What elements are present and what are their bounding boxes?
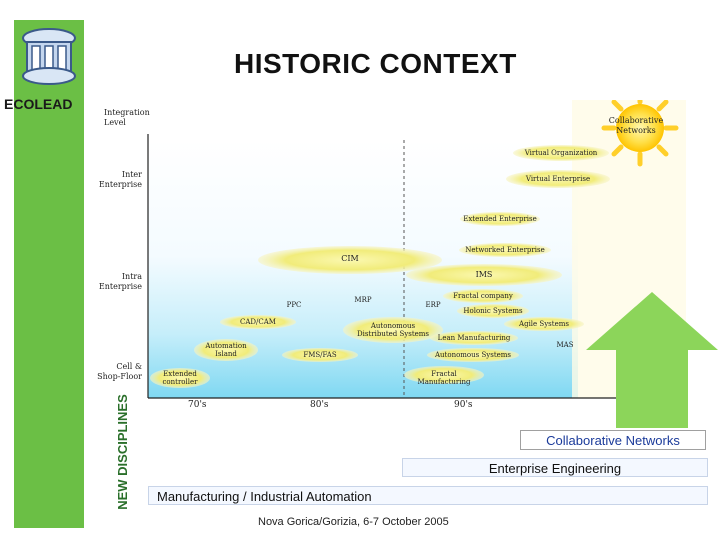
- ellipse-virtual-organization: [513, 145, 609, 161]
- ellipse-fractal-manufacturing: [404, 366, 484, 384]
- label-automation-island: Automation Island: [205, 342, 247, 358]
- label-autonomous-distributed: Autonomous Distributed Systems: [356, 322, 430, 338]
- band-collaborative-networks: Collaborative Networks: [520, 430, 706, 450]
- ellipse-holonic-systems: [457, 304, 529, 318]
- tick-80s: 80's: [310, 400, 329, 410]
- footer-event-info: Nova Gorica/Gorizia, 6-7 October 2005: [258, 516, 449, 528]
- ellipse-cadcam: [220, 315, 296, 329]
- label-ppc: PPC: [286, 301, 302, 309]
- label-mas: MAS: [556, 341, 574, 349]
- label-erp: ERP: [425, 301, 441, 309]
- level-cell-shopfloor: Cell &Shop-Floor: [97, 362, 142, 381]
- label-agile-systems: Agile Systems: [519, 320, 569, 328]
- ellipse-lean-manufacturing: [430, 331, 518, 345]
- label-autonomous-systems: Autonomous Systems: [434, 351, 512, 359]
- ellipse-fmsfas: [282, 348, 358, 362]
- label-cadcam: CAD/CAM: [240, 318, 276, 326]
- sun-icon: [601, 89, 679, 167]
- ellipse-networked-enterprise: [459, 243, 551, 257]
- new-disciplines-label: NEW DISCIPLINES: [115, 394, 130, 510]
- tick-90s: 90's: [454, 400, 473, 410]
- label-collab-networks-sun: Collaborative Networks: [608, 116, 664, 135]
- label-mrp: MRP: [354, 296, 372, 304]
- ellipse-ims: [406, 264, 562, 286]
- ellipse-agile-systems: [504, 317, 584, 331]
- ellipse-cim: [258, 246, 442, 274]
- ellipse-autonomous-systems: [427, 348, 519, 362]
- ecolead-logo: [18, 24, 80, 88]
- label-fmsfas: FMS/FAS: [303, 351, 337, 359]
- ellipse-virtual-enterprise: [506, 170, 610, 188]
- label-virtual-organization: Virtual Organization: [524, 149, 598, 157]
- ellipse-autonomous-distributed: [343, 317, 443, 343]
- brand-name: ECOLEAD: [4, 96, 73, 112]
- sidebar-strip: [14, 20, 84, 528]
- label-fractal-manufacturing: Fractal Manufacturing: [417, 370, 471, 386]
- growth-arrow: [586, 292, 718, 428]
- label-networked-enterprise: Networked Enterprise: [465, 246, 545, 254]
- ellipse-automation-island: [194, 339, 258, 361]
- ellipse-fractal-company: [443, 289, 523, 303]
- band-enterprise-engineering: Enterprise Engineering: [402, 458, 708, 477]
- label-holonic-systems: Holonic Systems: [463, 307, 523, 315]
- label-lean-manufacturing: Lean Manufacturing: [437, 334, 511, 342]
- label-cim: CIM: [341, 254, 359, 263]
- label-ims: IMS: [475, 270, 493, 279]
- ellipse-extended-enterprise: [460, 212, 540, 226]
- page-title: HISTORIC CONTEXT: [234, 48, 517, 79]
- label-extended-controller: Extended controller: [162, 370, 198, 386]
- ellipse-extended-controller: [150, 368, 210, 388]
- label-extended-enterprise: Extended Enterprise: [463, 215, 537, 223]
- label-virtual-enterprise: Virtual Enterprise: [525, 175, 591, 183]
- tick-70s: 70's: [188, 400, 207, 410]
- label-fractal-company: Fractal company: [453, 292, 513, 300]
- band-manufacturing-automation: Manufacturing / Industrial Automation: [148, 486, 708, 505]
